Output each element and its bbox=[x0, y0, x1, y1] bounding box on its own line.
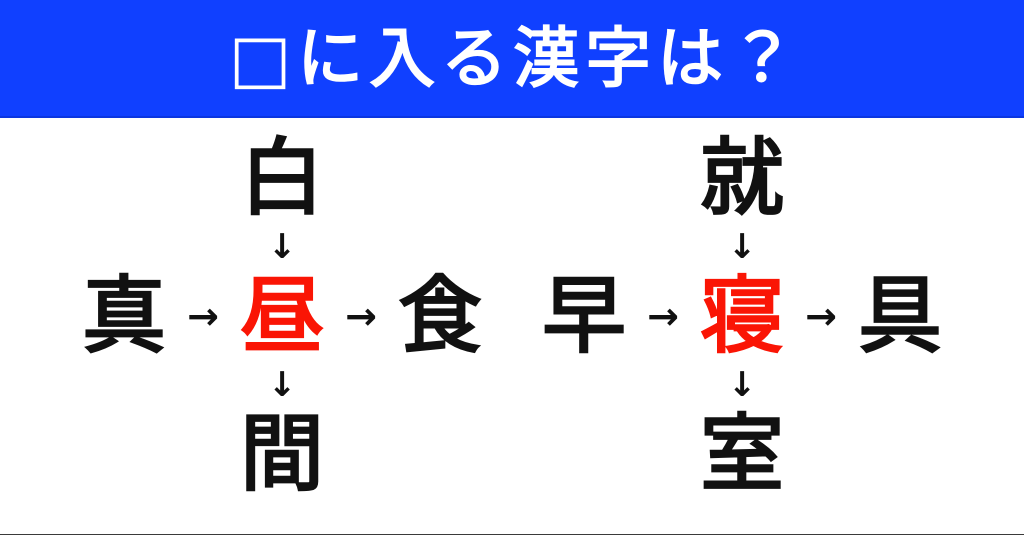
left-bottom-cell: 間 bbox=[234, 412, 330, 496]
right-arrow-down-bottom-icon: ↓ bbox=[727, 365, 757, 405]
left-answer-kanji: 昼 bbox=[239, 267, 324, 365]
right-top-kanji: 就 bbox=[699, 129, 784, 227]
left-row-top: 白 bbox=[52, 136, 512, 220]
footer-divider bbox=[0, 534, 1024, 535]
page-title: □に入る漢字は？ bbox=[228, 20, 802, 97]
right-answer-kanji: 寝 bbox=[699, 267, 784, 365]
right-middle-center-cell: 寝 bbox=[694, 274, 790, 358]
right-middle-left-cell: 早 bbox=[536, 274, 632, 358]
left-middle-right-cell: 食 bbox=[392, 274, 488, 358]
right-top-cell: 就 bbox=[694, 136, 790, 220]
right-suffix-kanji: 具 bbox=[857, 267, 942, 365]
left-prefix-kanji: 真 bbox=[81, 267, 166, 365]
left-bottom-kanji: 間 bbox=[239, 405, 324, 503]
left-middle-center-cell: 昼 bbox=[234, 274, 330, 358]
header-band: □に入る漢字は？ bbox=[0, 0, 1024, 118]
left-row-bottom: 間 bbox=[52, 412, 512, 496]
right-row-top: 就 bbox=[512, 136, 972, 220]
right-row-middle: 早 → 寝 → 具 bbox=[512, 274, 972, 358]
left-row-middle: 真 → 昼 → 食 bbox=[52, 274, 512, 358]
right-row-bottom: 室 bbox=[512, 412, 972, 496]
right-bottom-kanji: 室 bbox=[699, 405, 784, 503]
right-prefix-kanji: 早 bbox=[541, 267, 626, 365]
right-arrow-right-2-icon: → bbox=[805, 294, 837, 338]
left-arrow-down-top-icon: ↓ bbox=[267, 227, 297, 267]
left-arrow-right-1-icon: → bbox=[187, 294, 219, 338]
left-top-cell: 白 bbox=[234, 136, 330, 220]
right-arrow-right-1-icon: → bbox=[647, 294, 679, 338]
puzzle-area: 白 ↓ 真 → 昼 → 食 ↓ 間 bbox=[0, 118, 1024, 534]
left-top-kanji: 白 bbox=[239, 129, 324, 227]
right-bottom-cell: 室 bbox=[694, 412, 790, 496]
left-suffix-kanji: 食 bbox=[397, 267, 482, 365]
right-middle-right-cell: 具 bbox=[852, 274, 948, 358]
puzzle-group-right: 就 ↓ 早 → 寝 → 具 ↓ 室 bbox=[512, 118, 972, 518]
left-middle-left-cell: 真 bbox=[76, 274, 172, 358]
right-arrow-down-top-icon: ↓ bbox=[727, 227, 757, 267]
left-arrow-down-bottom-icon: ↓ bbox=[267, 365, 297, 405]
puzzle-group-left: 白 ↓ 真 → 昼 → 食 ↓ 間 bbox=[52, 118, 512, 518]
left-arrow-right-2-icon: → bbox=[345, 294, 377, 338]
